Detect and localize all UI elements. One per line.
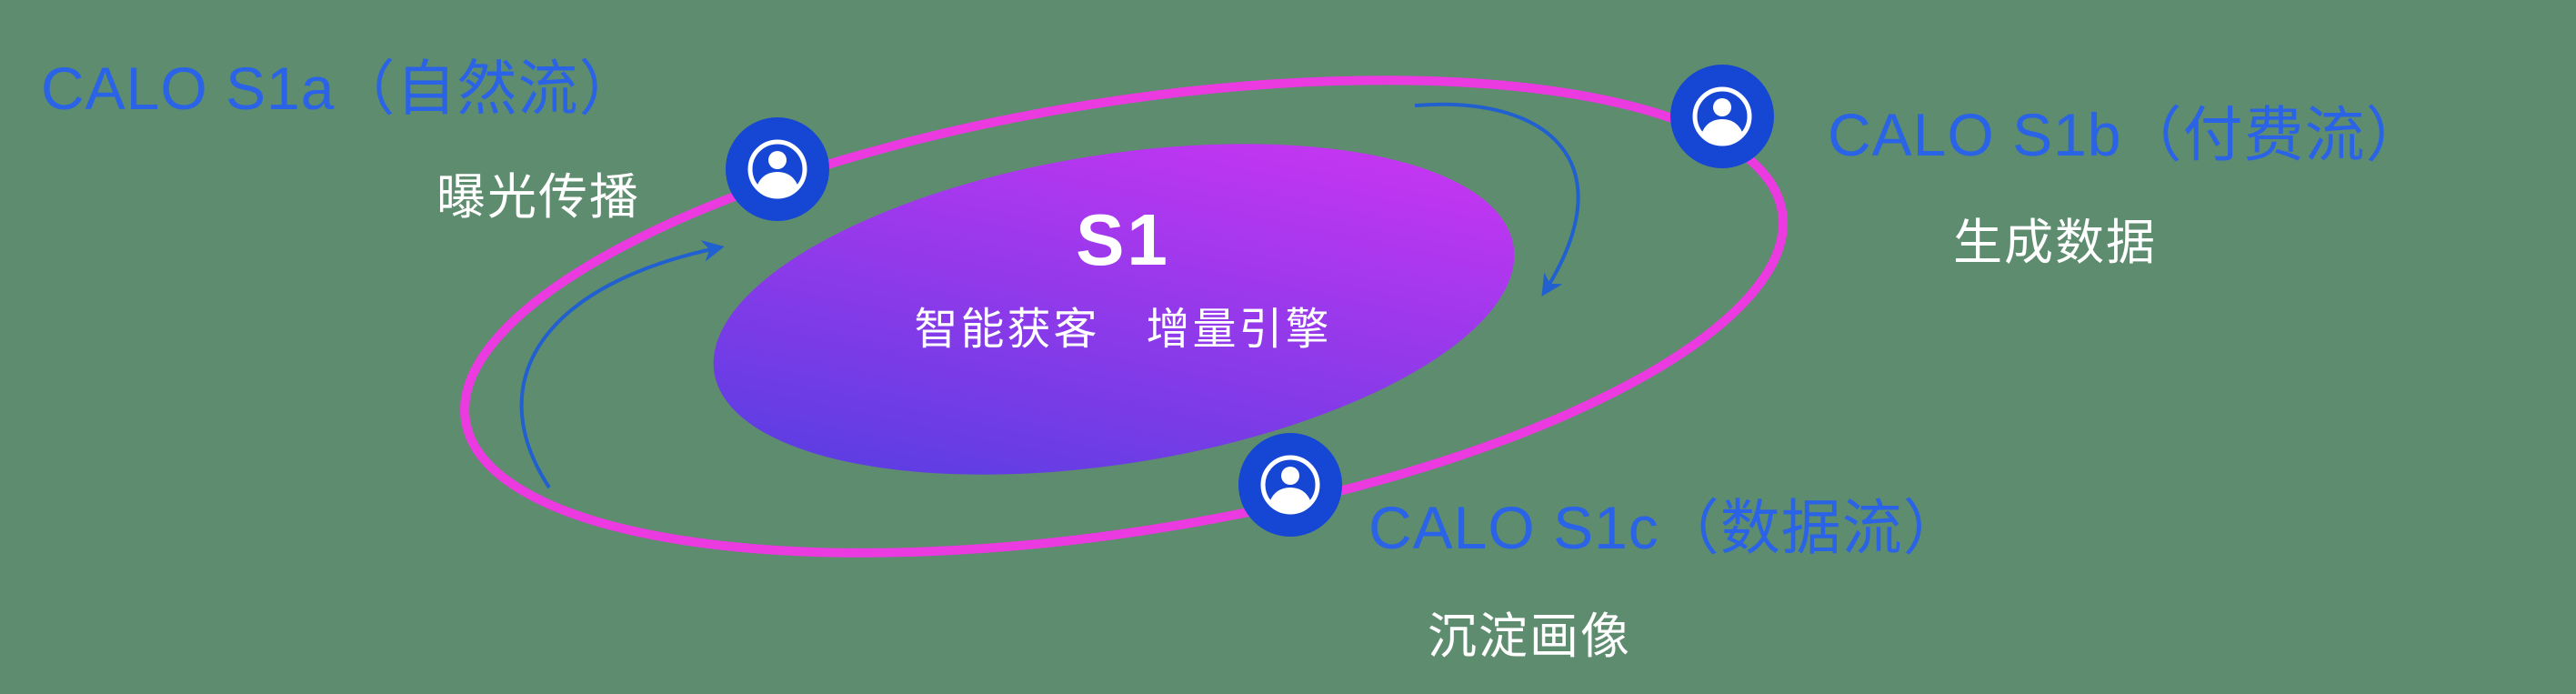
person-icon [1281, 467, 1299, 485]
core-title: S1 [1076, 199, 1170, 280]
node-s1b-title: CALO S1b（付费流） [1828, 101, 2427, 168]
person-icon [1713, 98, 1731, 116]
node-s1a-subtitle: 曝光传播 [436, 170, 640, 225]
arrow-left [519, 240, 725, 489]
person-icon [768, 151, 787, 169]
avatar-icon-s1b [1670, 65, 1774, 168]
core-ellipse [713, 144, 1515, 475]
arrow-right [1414, 102, 1580, 297]
node-s1c-subtitle: 沉淀画像 [1428, 609, 1631, 664]
core-label-group: S1 智能获客 增量引擎 [859, 198, 1387, 357]
node-s1a-title: CALO S1a（自然流） [41, 55, 640, 122]
avatar-icon-s1c [1238, 433, 1342, 537]
node-s1c-title: CALO S1c（数据流） [1368, 494, 1964, 561]
avatar-icon-s1a [726, 117, 829, 221]
node-s1b-subtitle: 生成数据 [1953, 216, 2157, 270]
orbit-ring [460, 75, 1788, 558]
core-subtitle: 智能获客 增量引擎 [914, 306, 1332, 354]
